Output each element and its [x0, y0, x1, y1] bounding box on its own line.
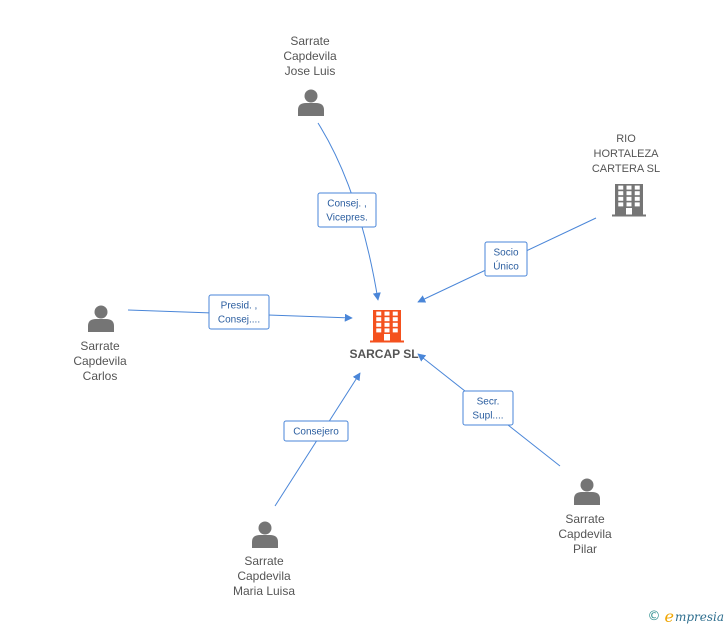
node-label-line: Capdevila	[283, 49, 337, 63]
edge-jose-luis[interactable]: Consej. , Vicepres.	[317, 122, 381, 301]
brand-logo-text: mpresia	[674, 609, 724, 624]
edge-label-box[interactable]: Consejero	[283, 420, 349, 442]
node-label-line: Capdevila	[558, 527, 612, 541]
edge-pilar[interactable]: Secr. Supl....	[417, 353, 561, 467]
edge-label-box[interactable]: Secr. Supl....	[462, 390, 514, 426]
node-label-line: HORTALEZA	[594, 148, 660, 160]
edge-label-text: Supl....	[472, 411, 503, 422]
node-label-line: Sarrate	[244, 554, 284, 568]
node-label-line: CARTERA SL	[592, 163, 660, 175]
node-label-line: Maria Luisa	[233, 584, 295, 598]
copyright-icon: ©	[647, 609, 661, 624]
node-label-line: Pilar	[573, 542, 597, 556]
node-rio-hortaleza[interactable]: RIO HORTALEZA CARTERA SL	[592, 133, 660, 217]
edge-label-text: Único	[493, 260, 519, 273]
edge-maria-luisa[interactable]: Consejero	[274, 372, 361, 507]
node-label-line: Capdevila	[73, 354, 127, 368]
center-layer: SARCAP SL	[349, 310, 419, 361]
person-icon	[574, 478, 600, 505]
edge-label-text: Presid. ,	[221, 301, 258, 312]
edge-label-box[interactable]: Presid. , Consej....	[208, 294, 270, 330]
person-icon	[252, 521, 278, 548]
node-label-line: Sarrate	[80, 339, 120, 353]
person-icon	[88, 305, 114, 332]
node-label-line: Carlos	[83, 369, 118, 383]
footer-brand: © e mpresia	[647, 607, 724, 626]
edge-label-box[interactable]: Consej. , Vicepres.	[317, 192, 377, 228]
edge-label-text: Consej. ,	[327, 199, 366, 210]
building-icon	[612, 184, 646, 217]
edge-label-text: Vicepres.	[326, 213, 368, 224]
node-label-line: Sarrate	[565, 512, 605, 526]
person-icon	[298, 89, 324, 116]
edge-label-text: Socio	[493, 248, 518, 259]
edge-carlos[interactable]: Presid. , Consej....	[127, 294, 353, 330]
brand-logo-initial: e	[664, 607, 674, 626]
node-label-line: Sarrate	[290, 34, 330, 48]
node-label-line: Jose Luis	[285, 64, 336, 78]
node-label-line: RIO	[616, 133, 636, 145]
building-icon	[370, 310, 404, 343]
edge-label-text: Secr.	[477, 397, 500, 408]
center-node[interactable]: SARCAP SL	[349, 310, 419, 361]
node-label-line: Capdevila	[237, 569, 291, 583]
center-node-label: SARCAP SL	[349, 347, 418, 361]
edge-label-text: Consejero	[293, 427, 339, 438]
edge-label-text: Consej....	[218, 315, 260, 326]
